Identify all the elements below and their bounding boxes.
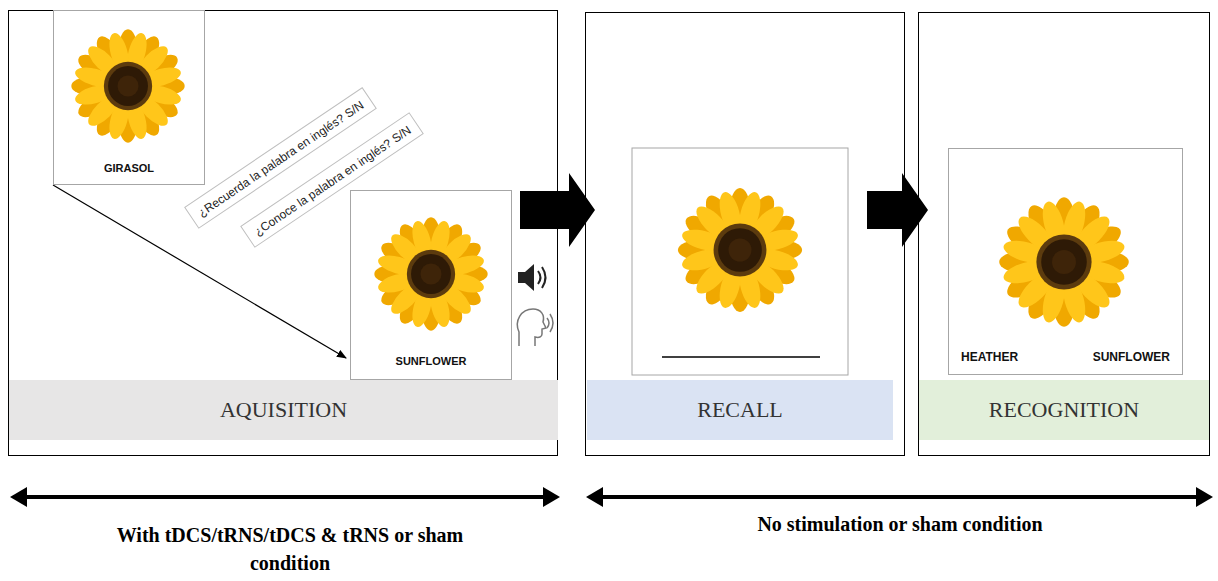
speaking-head-icon bbox=[517, 309, 546, 346]
speaking-head-icon bbox=[517, 309, 553, 346]
double-arrow bbox=[586, 487, 1213, 507]
question-text: ¿Conoce la palabra en inglés? S/N bbox=[252, 123, 414, 239]
double-arrow bbox=[586, 487, 603, 507]
speaker-icon bbox=[518, 272, 525, 283]
condition-label: With tDCS/tRNS/tDCS & tRNS or sham condi… bbox=[80, 521, 500, 577]
stage-band: RECALL bbox=[587, 380, 893, 440]
word-label: HEATHER bbox=[961, 350, 1018, 364]
speaker-icon bbox=[542, 267, 546, 288]
double-arrow bbox=[10, 487, 560, 507]
stage-label: RECOGNITION bbox=[989, 397, 1139, 423]
speaking-head-icon bbox=[547, 318, 549, 328]
choice-card: HEATHER SUNFLOWER bbox=[948, 148, 1183, 375]
word-label: GIRASOL bbox=[104, 162, 154, 174]
speaker-icon bbox=[518, 264, 546, 291]
stage-panel: AQUISITIONGIRASOL¿Recuerda la palabra en… bbox=[8, 10, 558, 456]
speaking-head-icon bbox=[550, 314, 553, 332]
double-arrow bbox=[24, 495, 546, 499]
double-arrow bbox=[600, 495, 1200, 499]
condition-label: No stimulation or sham condition bbox=[590, 510, 1210, 538]
double-arrow bbox=[10, 487, 27, 507]
speaker-icon bbox=[525, 264, 534, 291]
sunflower-image bbox=[678, 188, 802, 312]
word-card: GIRASOL bbox=[53, 10, 205, 185]
stage-band: AQUISITION bbox=[9, 380, 558, 440]
word-label: SUNFLOWER bbox=[1093, 350, 1170, 364]
stage-label: AQUISITION bbox=[220, 397, 347, 423]
speaker-icon bbox=[538, 271, 541, 284]
stage-panel: RECALL bbox=[585, 12, 905, 456]
recall-card bbox=[632, 148, 848, 375]
sunflower-image bbox=[374, 217, 487, 330]
stage-label: RECALL bbox=[697, 397, 783, 423]
answer-blank bbox=[662, 356, 820, 358]
stage-panel: RECOGNITION HEATHER SUNFLOWER bbox=[918, 12, 1210, 456]
stage-band: RECOGNITION bbox=[919, 380, 1209, 440]
double-arrow bbox=[1196, 487, 1213, 507]
word-label: SUNFLOWER bbox=[396, 355, 467, 367]
sunflower-image bbox=[71, 29, 184, 142]
word-card: SUNFLOWER bbox=[350, 190, 512, 380]
sunflower-image bbox=[999, 197, 1129, 327]
double-arrow bbox=[543, 487, 560, 507]
